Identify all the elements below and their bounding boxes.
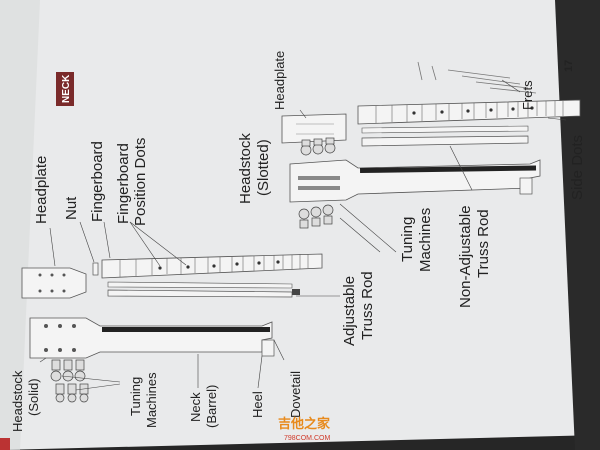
left-fingerboard-part <box>101 253 323 279</box>
label-fingerboard-left: Fingerboard <box>89 141 106 222</box>
label-nut: Nut <box>63 196 80 220</box>
section-badge: NECK <box>61 74 72 103</box>
left-nut-part <box>92 262 99 276</box>
page-edge-left <box>0 438 10 450</box>
label-neck-barrel-line2: (Barrel) <box>204 385 219 428</box>
label-headplate-right: Headplate <box>272 51 287 110</box>
left-labels: Headplate Nut Fingerboard Fingerboard Po… <box>10 138 376 432</box>
watermark-sub: 798COM.COM <box>284 435 330 442</box>
label-headstock-solid-line2: (Solid) <box>26 378 41 416</box>
label-nonadjustable-line1: Non-Adjustable <box>457 205 474 308</box>
label-fingerboard-dots-line2: Position Dots <box>132 138 149 226</box>
label-side-dots: Side Dots <box>569 135 586 200</box>
watermark-main: 吉他之家 <box>278 416 331 431</box>
watermark: 吉他之家 798COM.COM <box>278 416 331 442</box>
label-tuning-right-line2: Machines <box>417 208 434 272</box>
right-tuning-machines-top <box>300 137 336 156</box>
paper-shadow <box>0 0 40 450</box>
label-headstock-solid-line1: Headstock <box>10 370 25 432</box>
section-badge-bg <box>56 72 74 106</box>
label-tuning-left-line1: Tuning <box>128 377 143 416</box>
right-leader-lines <box>299 79 567 253</box>
label-tuning-left-line2: Machines <box>144 372 159 428</box>
right-headplate-part <box>281 113 347 144</box>
label-adjustable-line2: Truss Rod <box>359 271 376 340</box>
left-neck-part <box>29 317 275 359</box>
right-labels: Headplate Headstock (Slotted) Frets Side… <box>237 51 586 308</box>
label-tuning-right-line1: Tuning <box>399 217 416 262</box>
label-adjustable-line1: Adjustable <box>341 276 358 346</box>
right-nonadjustable-truss-rod-part <box>361 125 529 147</box>
left-adjustable-truss-rod-part <box>107 281 300 298</box>
left-leader-lines <box>39 221 340 391</box>
label-fingerboard-dots-line1: Fingerboard <box>115 143 132 224</box>
right-tuning-machines-bottom <box>298 204 334 229</box>
right-fingerboard-part <box>357 99 581 125</box>
label-headplate-left: Headplate <box>33 156 50 224</box>
label-headstock-slotted-line2: (Slotted) <box>255 139 272 196</box>
label-heel: Heel <box>250 391 265 418</box>
label-frets: Frets <box>520 80 535 110</box>
label-neck-barrel-line1: Neck <box>188 392 203 422</box>
left-headplate-part <box>21 267 87 299</box>
right-neck-part <box>289 159 541 203</box>
label-nonadjustable-line2: Truss Rod <box>475 209 492 278</box>
label-dovetail: Dovetail <box>288 371 303 418</box>
page-number: 17 <box>563 60 575 72</box>
right-frets-part <box>417 61 537 94</box>
label-headstock-slotted-line1: Headstock <box>237 133 254 204</box>
